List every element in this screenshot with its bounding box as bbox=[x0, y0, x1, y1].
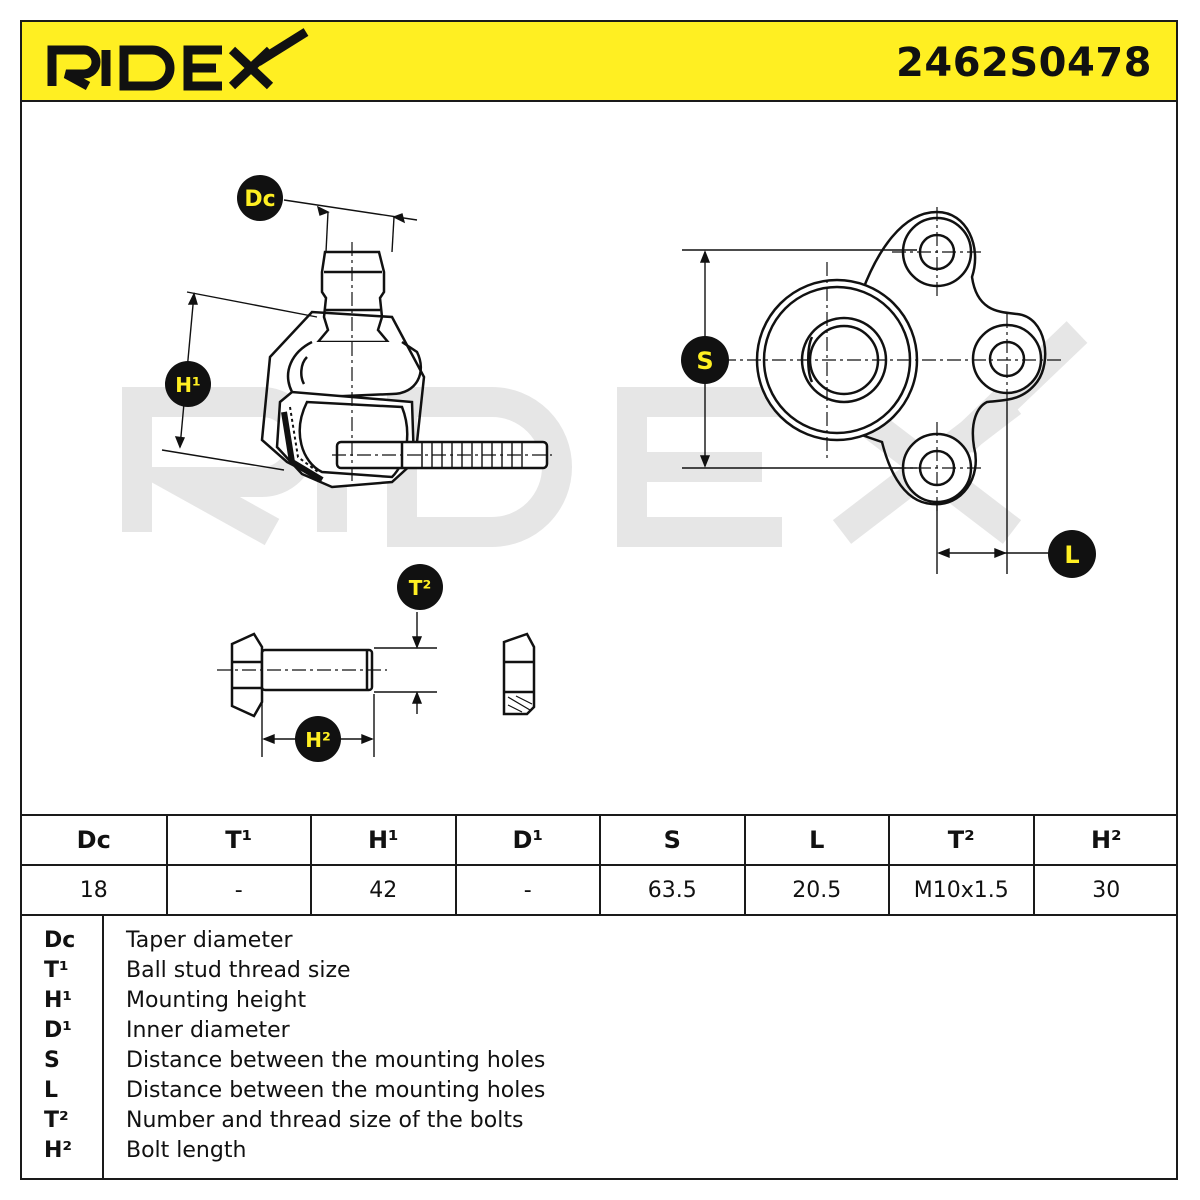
legend-code: H¹ bbox=[44, 988, 73, 1013]
legend-code: D¹ bbox=[44, 1018, 72, 1043]
nut-drawing bbox=[502, 632, 536, 716]
legend-desc: Distance between the mounting holes bbox=[126, 1048, 546, 1073]
callout-l: L bbox=[1048, 530, 1096, 578]
spec-table: Dc T¹ H¹ D¹ S L T² H² 18 - 42 - 63.5 20.… bbox=[22, 814, 1178, 916]
svg-text:T²: T² bbox=[409, 576, 431, 600]
svg-text:H²: H² bbox=[305, 728, 331, 752]
legend-desc: Bolt length bbox=[126, 1138, 247, 1163]
l-dimension bbox=[936, 402, 1067, 574]
spec-value-t2: M10x1.5 bbox=[888, 864, 1035, 916]
t2-dimension bbox=[374, 612, 437, 714]
svg-text:L: L bbox=[1064, 541, 1079, 569]
spec-header-t2: T² bbox=[888, 814, 1035, 866]
spec-header-s: S bbox=[599, 814, 746, 866]
svg-text:Dc: Dc bbox=[244, 187, 275, 212]
svg-text:H¹: H¹ bbox=[175, 373, 201, 397]
spec-value-t1: - bbox=[165, 864, 312, 916]
dc-dimension bbox=[283, 199, 418, 253]
legend: Dc Taper diameter T¹ Ball stud thread si… bbox=[22, 914, 1178, 1180]
legend-desc: Taper diameter bbox=[126, 928, 293, 953]
callout-s: S bbox=[681, 336, 729, 384]
legend-desc: Mounting height bbox=[126, 988, 307, 1013]
legend-item-t1: T¹ Ball stud thread size bbox=[22, 956, 1178, 986]
legend-item-t2: T² Number and thread size of the bolts bbox=[22, 1106, 1178, 1136]
spec-value-row: 18 - 42 - 63.5 20.5 M10x1.5 30 bbox=[22, 864, 1178, 916]
legend-code: H² bbox=[44, 1138, 73, 1163]
spec-header-t1: T¹ bbox=[165, 814, 312, 866]
callout-dc: Dc bbox=[237, 175, 283, 221]
spec-value-d1: - bbox=[454, 864, 601, 916]
legend-item-d1: D¹ Inner diameter bbox=[22, 1016, 1178, 1046]
header-bar: 2462S0478 bbox=[22, 22, 1176, 102]
ridex-logo bbox=[47, 28, 309, 91]
callout-h2: H² bbox=[295, 716, 341, 762]
part-number: 2462S0478 bbox=[896, 40, 1152, 86]
legend-code: Dc bbox=[44, 928, 76, 953]
legend-desc: Inner diameter bbox=[126, 1018, 290, 1043]
legend-code: T² bbox=[44, 1108, 69, 1133]
spec-header-dc: Dc bbox=[22, 814, 168, 866]
spec-header-h1: H¹ bbox=[310, 814, 457, 866]
spec-value-s: 63.5 bbox=[599, 864, 746, 916]
spec-value-h1: 42 bbox=[310, 864, 457, 916]
legend-desc: Number and thread size of the bolts bbox=[126, 1108, 524, 1133]
callout-h1: H¹ bbox=[165, 361, 211, 407]
drawing-frame: 2462S0478 bbox=[20, 20, 1178, 1180]
bolt-drawing bbox=[217, 632, 387, 718]
legend-item-dc: Dc Taper diameter bbox=[22, 926, 1178, 956]
ball-joint-side-view bbox=[260, 242, 552, 489]
legend-code: T¹ bbox=[44, 958, 69, 983]
spec-header-l: L bbox=[743, 814, 890, 866]
legend-desc: Ball stud thread size bbox=[126, 958, 351, 983]
spec-value-h2: 30 bbox=[1032, 864, 1178, 916]
svg-text:S: S bbox=[696, 347, 713, 375]
legend-code: L bbox=[44, 1078, 59, 1103]
legend-divider bbox=[102, 914, 104, 1180]
legend-item-l: L Distance between the mounting holes bbox=[22, 1076, 1178, 1106]
spec-header-d1: D¹ bbox=[454, 814, 601, 866]
callout-t2: T² bbox=[397, 564, 443, 610]
legend-item-h1: H¹ Mounting height bbox=[22, 986, 1178, 1016]
legend-item-h2: H² Bolt length bbox=[22, 1136, 1178, 1166]
legend-desc: Distance between the mounting holes bbox=[126, 1078, 546, 1103]
legend-item-s: S Distance between the mounting holes bbox=[22, 1046, 1178, 1076]
spec-value-dc: 18 bbox=[22, 864, 168, 916]
spec-header-h2: H² bbox=[1032, 814, 1178, 866]
spec-value-l: 20.5 bbox=[743, 864, 890, 916]
spec-header-row: Dc T¹ H¹ D¹ S L T² H² bbox=[22, 814, 1178, 866]
ball-joint-top-view bbox=[722, 207, 1062, 512]
legend-code: S bbox=[44, 1048, 60, 1073]
technical-drawing: Dc H¹ S L T² H² bbox=[122, 175, 1096, 762]
